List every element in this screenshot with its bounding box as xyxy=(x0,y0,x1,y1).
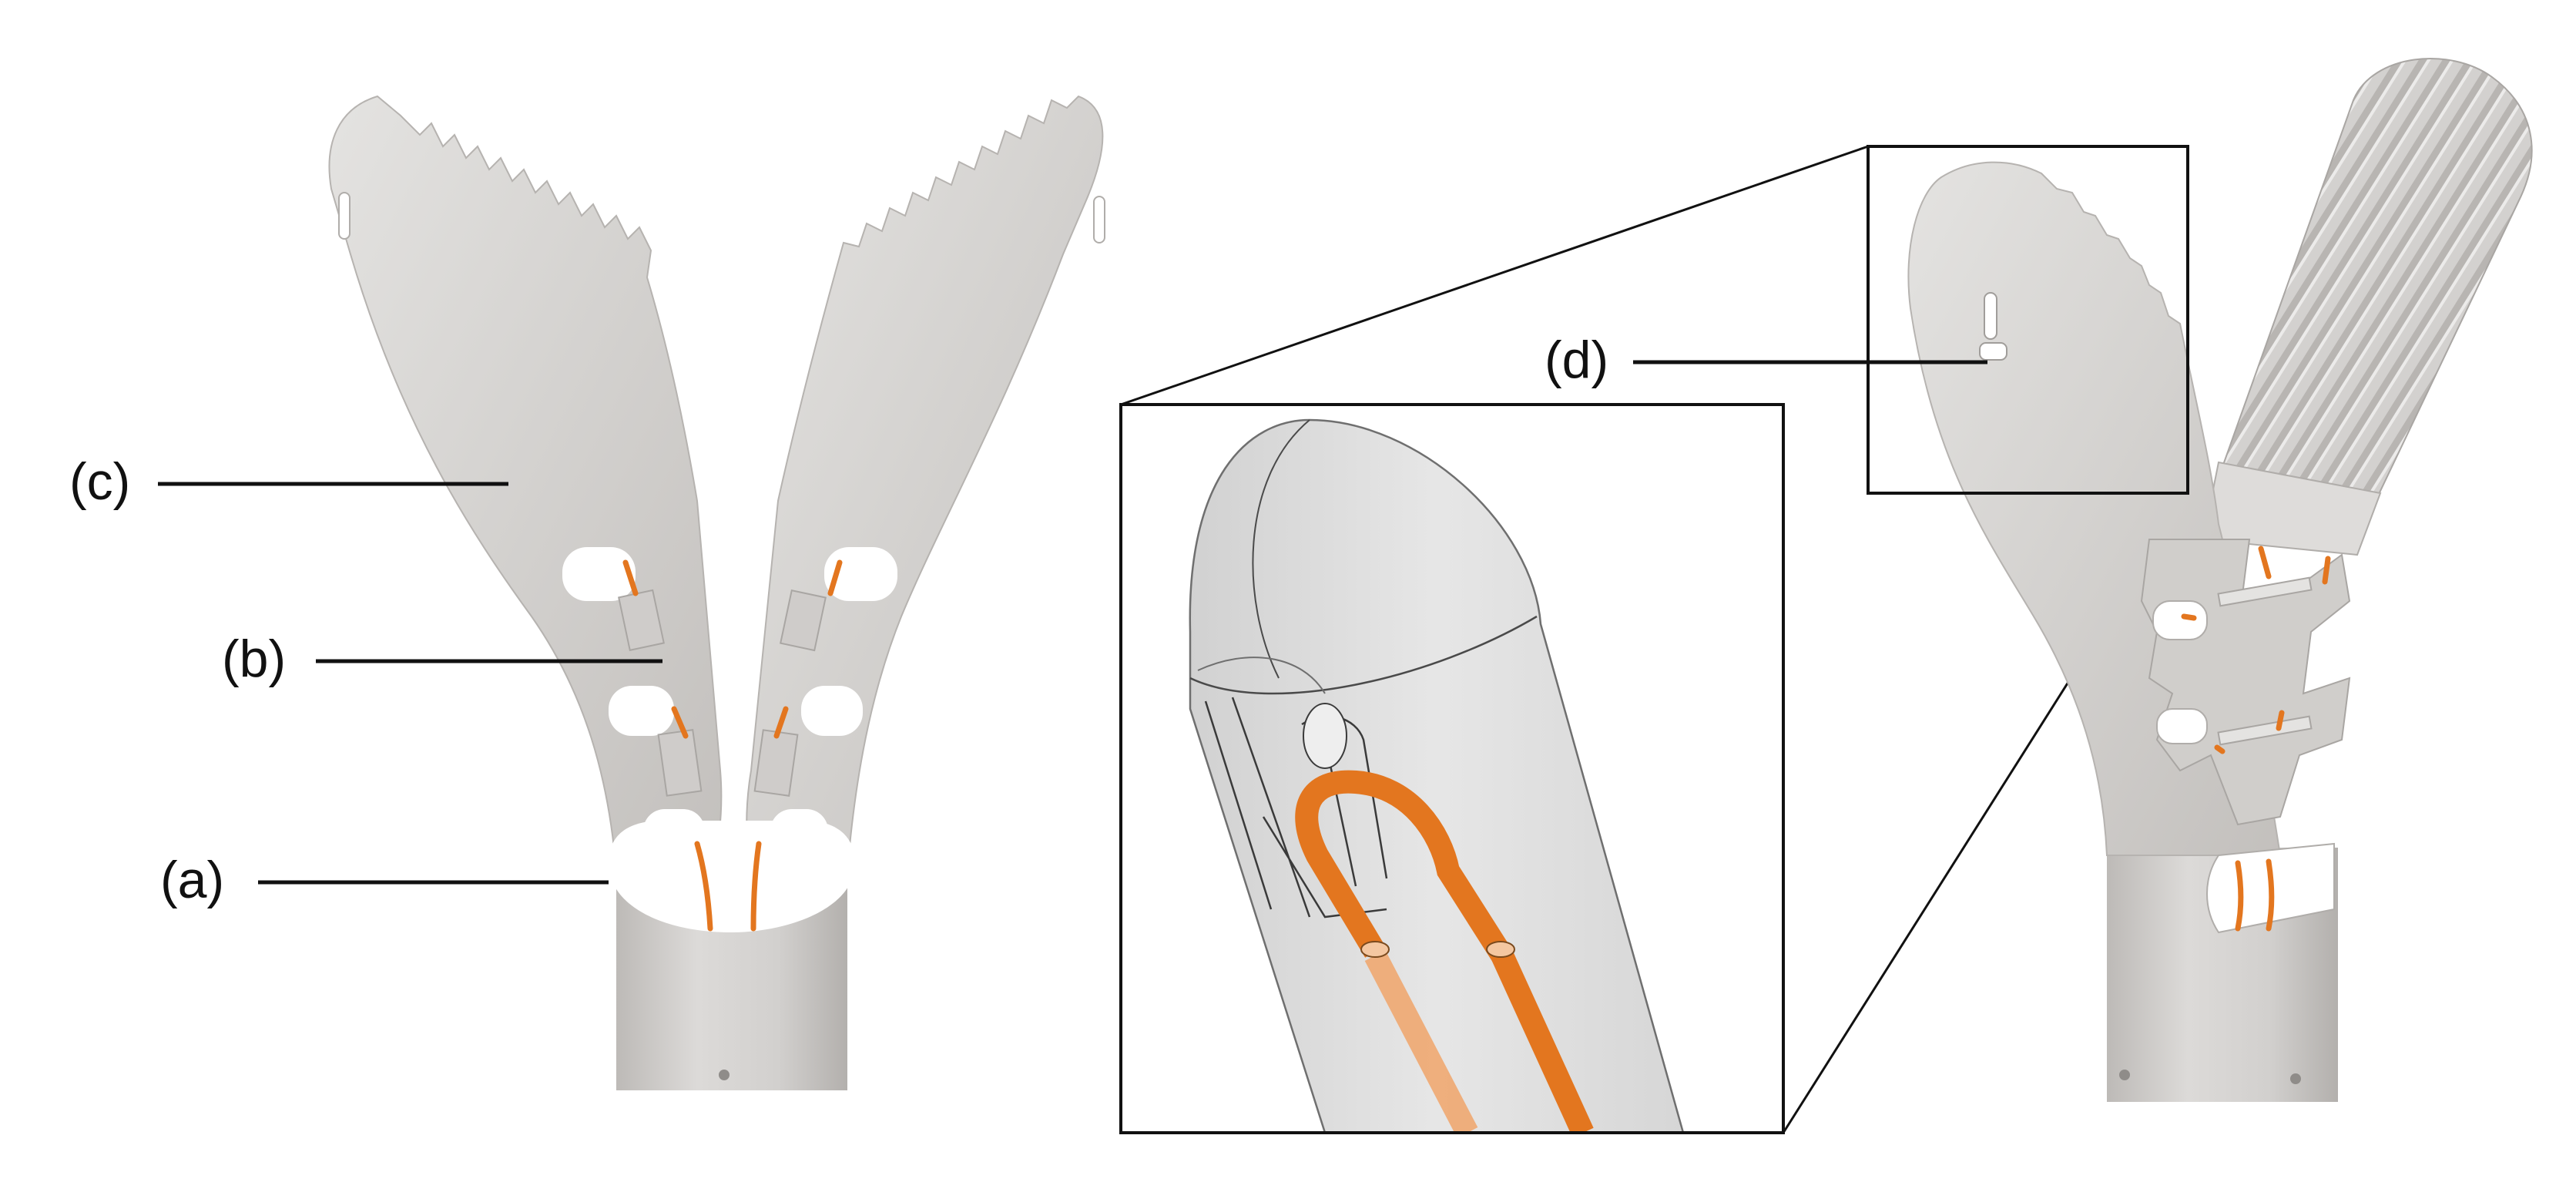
zoom-line-top xyxy=(1120,145,1869,406)
right-shaft-hole-2 xyxy=(2290,1073,2301,1084)
inset-dome-seam xyxy=(1252,419,1310,679)
inset-tendon-loop xyxy=(1295,770,1512,962)
ridged-jaw xyxy=(2217,58,2533,541)
left-arm-cutout-1 xyxy=(562,547,636,601)
base-slot xyxy=(609,821,855,932)
front-jaw-hole xyxy=(1979,342,2007,361)
inset-jaw-body xyxy=(1189,418,1684,1131)
label-a: (a) xyxy=(160,851,224,909)
left-labels: (c) (b) (a) xyxy=(69,452,662,909)
left-jaw-tip-slot xyxy=(338,192,351,240)
label-c: (c) xyxy=(69,452,130,511)
linkage-cutout-2 xyxy=(2156,708,2208,744)
inset-channel-opening xyxy=(1303,703,1347,769)
left-gripper-view xyxy=(328,95,1105,1090)
left-link-2 xyxy=(657,729,703,797)
inset-detail xyxy=(1119,145,2189,1134)
left-shaft-hole xyxy=(719,1070,730,1080)
right-gripper-view xyxy=(1907,58,2533,1102)
left-tendon xyxy=(622,559,713,932)
right-link-2 xyxy=(753,729,799,797)
linkage-bar-2 xyxy=(2217,715,2313,746)
inset-tendon-right-leg xyxy=(1491,950,1594,1131)
front-jaw-slot xyxy=(1984,292,1997,340)
right-jaw-tip-slot xyxy=(1093,196,1105,243)
left-arm-cutout-2 xyxy=(609,686,674,736)
right-view-tendons xyxy=(2181,546,2331,932)
left-jaw-arm xyxy=(328,95,723,872)
inset-tendon-left-leg xyxy=(1364,950,1478,1131)
inset-inner-edge xyxy=(1197,657,1326,694)
linkage-bar-1 xyxy=(2217,576,2313,607)
right-jaw-arm xyxy=(746,95,1104,872)
linkage-cutout-1 xyxy=(2152,600,2208,640)
right-arm-cutout-2 xyxy=(801,686,863,736)
label-b: (b) xyxy=(222,630,286,688)
right-arm-cutout-1 xyxy=(824,547,897,601)
right-link-1 xyxy=(780,589,827,652)
inset-tendon-end-right xyxy=(1486,941,1515,958)
right-shaft-hole-1 xyxy=(2119,1070,2130,1080)
zoom-source-box xyxy=(1867,145,2189,495)
right-labels: (d) xyxy=(1545,331,1987,389)
inset-tendon-end-left xyxy=(1360,941,1390,958)
inset-dome-edge xyxy=(1189,615,1538,695)
right-tendon xyxy=(750,559,843,932)
label-d: (d) xyxy=(1545,331,1608,389)
